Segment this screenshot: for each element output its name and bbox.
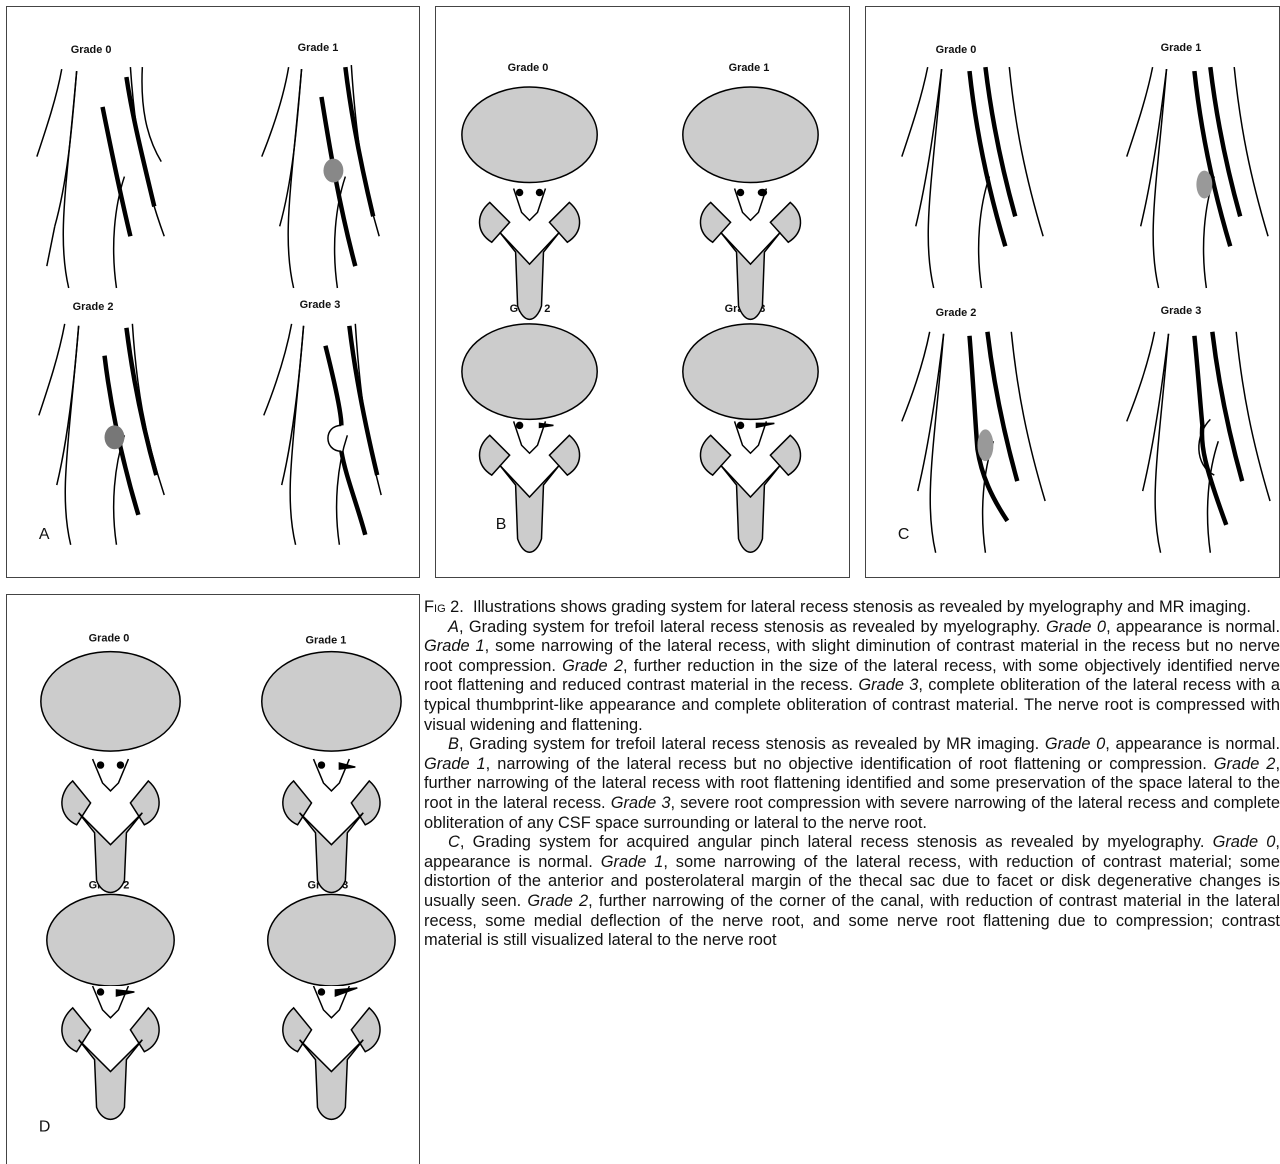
panel-d-drawing: Grade 0 Grade 1 Grade 2 Grade 3 (7, 595, 419, 1164)
panel-d-grade-0-vertebra (41, 652, 180, 893)
caption-paragraph-a: A, Grading system for trefoil lateral re… (424, 618, 1280, 736)
para-c-grade-2: Grade 2 (527, 892, 588, 910)
panel-c-grade-0-label: Grade 0 (936, 44, 977, 56)
panel-a-grade-2-nerve (105, 328, 157, 515)
figure-caption: Fig 2. Illustrations shows grading syste… (424, 598, 1280, 1164)
caption-title-paragraph: Fig 2. Illustrations shows grading syste… (424, 598, 1280, 618)
panel-b-grade-0-vertebra (462, 87, 597, 319)
para-b-intro: , Grading system for trefoil lateral rec… (459, 735, 1039, 753)
panel-b-grade-1-vertebra (683, 87, 818, 319)
caption-title: Illustrations shows grading system for l… (473, 598, 1251, 616)
para-a-text-0: , appearance is normal. (1106, 618, 1280, 636)
panel-b-grade-0-label: Grade 0 (508, 62, 549, 74)
panel-c-grade-1-label: Grade 1 (1161, 42, 1202, 54)
para-c-grade-1: Grade 1 (601, 853, 664, 871)
panel-d-grade-0-label: Grade 0 (89, 633, 130, 645)
para-b-grade-0: Grade 0 (1045, 735, 1105, 753)
panel-b-grade-2-vertebra (462, 324, 597, 552)
panel-c-drawing: Grade 0 Grade 1 Grade 2 Grade 3 (866, 7, 1279, 577)
para-b-text-0: , appearance is normal. (1105, 735, 1280, 753)
panel-a-label: A (39, 526, 50, 543)
panel-c-grade-3-label: Grade 3 (1161, 305, 1202, 317)
panel-a-grade-2-recess (105, 425, 125, 449)
panel-c-grade-1-nerve (1194, 67, 1240, 246)
para-a-letter: A (448, 618, 459, 636)
para-c-intro: , Grading system for acquired angular pi… (460, 833, 1205, 851)
panel-c-grade-2-recess (977, 429, 993, 461)
panel-c-grade-0-nerve (969, 67, 1015, 246)
panel-d-grade-3-vertebra (268, 894, 395, 1119)
panel-a-grade-3-nerve (325, 326, 377, 535)
panel-a-grade-0-nerve (103, 77, 155, 236)
panel-c-grade-1-recess (1196, 171, 1212, 199)
para-b-grade-3: Grade 3 (611, 794, 671, 812)
panel-b-label: B (496, 516, 507, 533)
panel-a-grade-1-label: Grade 1 (298, 42, 339, 54)
panel-d: Grade 0 Grade 1 Grade 2 Grade 3 (6, 594, 420, 1164)
panel-b: Grade 0 Grade 1 Grade 2 Grade 3 (435, 6, 850, 578)
panel-d-label: D (39, 1118, 50, 1135)
para-b-grade-2: Grade 2 (1214, 755, 1276, 773)
para-b-letter: B (448, 735, 459, 753)
panel-c-grade-2-nerve (969, 332, 1017, 521)
panel-b-grade-3-vertebra (683, 324, 818, 552)
panel-d-grade-1-label: Grade 1 (306, 635, 347, 647)
panel-c: Grade 0 Grade 1 Grade 2 Grade 3 (865, 6, 1280, 578)
panel-c-grade-3-nerve (1194, 332, 1242, 525)
panel-a-grade-3-roots (264, 324, 381, 545)
panel-a-grade-3-label: Grade 3 (300, 299, 341, 311)
panel-c-label: C (898, 526, 910, 543)
caption-paragraph-c: C, Grading system for acquired angular p… (424, 833, 1280, 951)
para-a-grade-2: Grade 2 (562, 657, 623, 675)
para-a-grade-1: Grade 1 (424, 637, 485, 655)
panel-a-grade-0-label: Grade 0 (71, 44, 112, 56)
panel-d-grade-1-vertebra (262, 652, 401, 893)
para-a-grade-0: Grade 0 (1046, 618, 1106, 636)
panel-a-drawing: Grade 0 Grade 1 Grade 2 Grade 3 (7, 7, 419, 577)
para-a-grade-3: Grade 3 (858, 676, 918, 694)
panel-a: Grade 0 Grade 1 Grade 2 Grade 3 (6, 6, 420, 578)
para-c-grade-0: Grade 0 (1213, 833, 1276, 851)
panel-c-grade-2-label: Grade 2 (936, 307, 977, 319)
panel-a-grade-1-recess (323, 159, 343, 183)
para-b-text-1: , narrowing of the lateral recess but no… (486, 755, 1207, 773)
para-c-letter: C (448, 833, 460, 851)
panel-a-grade-2-label: Grade 2 (73, 301, 114, 313)
panel-d-grade-2-vertebra (47, 894, 174, 1119)
caption-paragraph-b: B, Grading system for trefoil lateral re… (424, 735, 1280, 833)
panel-b-grade-1-label: Grade 1 (729, 62, 770, 74)
panel-b-drawing: Grade 0 Grade 1 Grade 2 Grade 3 (436, 7, 849, 577)
para-b-grade-1: Grade 1 (424, 755, 486, 773)
figure-label: Fig 2. (424, 598, 464, 616)
para-a-intro: , Grading system for trefoil lateral rec… (459, 618, 1041, 636)
